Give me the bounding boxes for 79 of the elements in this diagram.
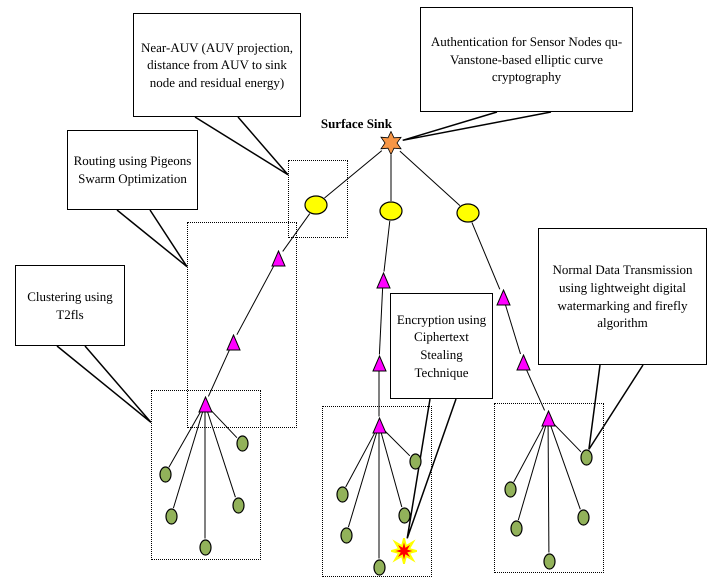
callout-pointer — [116, 209, 188, 268]
callout-box — [420, 7, 633, 112]
connector-line — [550, 425, 581, 510]
ellipse-node — [542, 552, 556, 570]
triangle-node — [372, 416, 386, 434]
callout-text: Authentication for Sensor Nodes qu-Vanstone-based elliptic curve cryptography — [430, 33, 624, 86]
callout-text: Normal Data Transmission using lightweight digital watermarking and firefly algorithm — [551, 261, 694, 332]
connector-line — [399, 150, 460, 206]
connector-line — [513, 424, 545, 482]
triangle-node — [496, 288, 510, 306]
connector-line — [378, 288, 384, 355]
connector-line — [282, 213, 310, 252]
ellipse-node — [158, 466, 172, 482]
ellipse-node — [304, 195, 328, 215]
ellipse-node — [336, 486, 348, 502]
ellipse-node — [372, 558, 386, 576]
connector-line — [378, 371, 380, 417]
connector-line — [168, 410, 202, 468]
callout-box — [67, 130, 198, 210]
node-label: Surface Sink — [320, 117, 392, 130]
connector-line — [526, 369, 546, 411]
dashed-region — [288, 160, 348, 238]
connector-line — [210, 409, 238, 438]
ellipse-node — [580, 448, 592, 466]
connector-line — [345, 432, 376, 488]
triangle-node — [270, 250, 286, 266]
connector-line — [505, 304, 521, 354]
callout-box — [133, 13, 301, 117]
triangle-node — [376, 272, 390, 288]
callout-box — [390, 293, 493, 399]
connector-line — [548, 426, 550, 553]
callout-pointer — [194, 116, 289, 176]
ellipse-node — [576, 508, 590, 526]
triangle-node — [372, 354, 386, 372]
connector-line — [390, 154, 392, 202]
connector-line — [208, 349, 230, 397]
connector-line — [380, 432, 402, 508]
callout-pointer — [588, 364, 644, 450]
dashed-region — [494, 403, 604, 573]
star-node — [379, 131, 403, 155]
connector-line — [384, 220, 390, 272]
ellipse-node — [398, 506, 410, 524]
connector-line — [378, 433, 380, 559]
dashed-region — [151, 390, 261, 560]
callout-pointer — [406, 398, 457, 540]
connector-line — [553, 423, 582, 452]
callout-box — [538, 228, 707, 365]
callout-pointer — [402, 111, 552, 142]
connector-line — [204, 412, 206, 539]
ellipse-node — [198, 538, 212, 556]
ellipse-node — [340, 526, 352, 544]
connector-line — [324, 150, 382, 198]
connector-line — [236, 264, 275, 336]
connector-line — [172, 412, 204, 509]
callout-text: Near-AUV (AUV projection, distance from AUV to sink node and residual energy) — [140, 38, 294, 92]
connector-line — [471, 222, 500, 290]
callout-text: Routing using Pigeons Swarm Optimization — [72, 152, 192, 188]
connector-line — [207, 412, 236, 498]
ellipse-node — [236, 434, 248, 452]
ellipse-node — [510, 520, 522, 536]
ellipse-node — [164, 508, 178, 524]
callout-text: Clustering using T2fls — [26, 288, 114, 324]
triangle-node — [516, 354, 530, 370]
connector-line — [384, 430, 410, 456]
ellipse-node — [504, 480, 516, 498]
callout-text: Encryption using Ciphertext Stealing Technique — [396, 310, 488, 382]
connector-line — [348, 432, 378, 528]
burst-node — [391, 538, 417, 564]
ellipse-node — [408, 452, 422, 470]
dashed-region — [322, 406, 432, 577]
callout-pointer — [56, 345, 152, 424]
ellipse-node — [379, 201, 403, 221]
triangle-node — [540, 410, 556, 426]
callout-box — [15, 265, 125, 346]
connector-line — [518, 426, 546, 521]
triangle-node — [226, 334, 240, 350]
ellipse-node — [456, 203, 480, 223]
triangle-node — [198, 396, 212, 412]
ellipse-node — [232, 496, 244, 514]
